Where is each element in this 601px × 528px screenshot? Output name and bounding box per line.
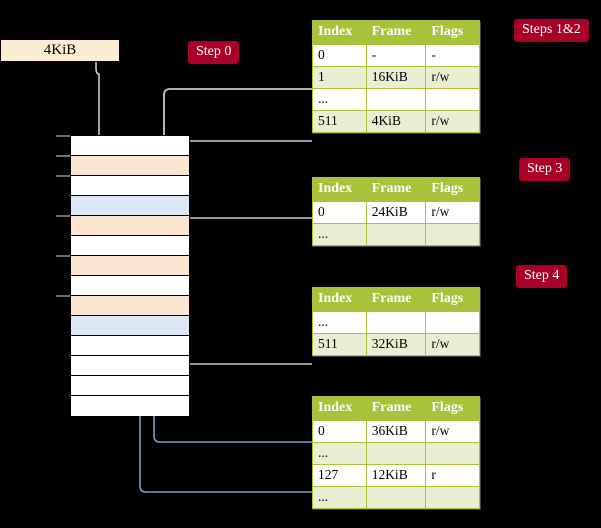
cell-frame bbox=[365, 311, 427, 334]
table-row: ... bbox=[312, 442, 480, 465]
cell-frame: 36KiB bbox=[365, 420, 427, 443]
column-header-index: Index bbox=[312, 177, 367, 202]
column-header-frame: Frame bbox=[365, 396, 427, 421]
column-header-frame: Frame bbox=[365, 20, 427, 45]
cell-frame: - bbox=[365, 44, 427, 67]
cell-frame bbox=[365, 88, 427, 111]
cell-flags: r/w bbox=[425, 333, 480, 356]
memory-row-8 bbox=[71, 296, 189, 316]
cell-flags: r bbox=[425, 464, 480, 487]
memory-row-9 bbox=[71, 316, 189, 336]
memory-column bbox=[70, 135, 190, 416]
cell-index: ... bbox=[312, 311, 367, 334]
column-header-flags: Flags bbox=[425, 20, 480, 45]
cell-index: 1 bbox=[312, 66, 367, 89]
cell-flags: r/w bbox=[425, 66, 480, 89]
cell-index: 0 bbox=[312, 44, 367, 67]
badge-step-3-label: Step 3 bbox=[527, 161, 563, 176]
cell-flags bbox=[425, 88, 480, 111]
cell-frame: 4KiB bbox=[365, 110, 427, 133]
memory-row-2 bbox=[71, 176, 189, 196]
badge-step-0-label: Step 0 bbox=[196, 44, 232, 59]
cell-index: ... bbox=[312, 442, 367, 465]
cell-index: 511 bbox=[312, 333, 367, 356]
cell-frame bbox=[365, 486, 427, 509]
memory-row-3 bbox=[71, 196, 189, 216]
cell-index: 127 bbox=[312, 464, 367, 487]
column-header-index: Index bbox=[312, 287, 367, 312]
badge-steps-1-2-label: Steps 1&2 bbox=[522, 22, 581, 37]
memory-row-7 bbox=[71, 276, 189, 296]
cell-frame: 24KiB bbox=[365, 201, 427, 224]
column-header-frame: Frame bbox=[365, 287, 427, 312]
cell-flags bbox=[425, 442, 480, 465]
badge-steps-1-2: Steps 1&2 bbox=[514, 19, 589, 42]
table-row: ... bbox=[312, 88, 480, 111]
memory-row-12 bbox=[71, 376, 189, 396]
memory-row-1 bbox=[71, 156, 189, 176]
cell-frame bbox=[365, 223, 427, 246]
cell-index: 511 bbox=[312, 110, 367, 133]
cell-index: 0 bbox=[312, 201, 367, 224]
cell-index: ... bbox=[312, 88, 367, 111]
column-header-flags: Flags bbox=[425, 287, 480, 312]
cell-frame: 12KiB bbox=[365, 464, 427, 487]
memory-row-6 bbox=[71, 256, 189, 276]
column-header-flags: Flags bbox=[425, 396, 480, 421]
memory-row-0 bbox=[71, 136, 189, 156]
cell-flags bbox=[425, 223, 480, 246]
cell-flags: r/w bbox=[425, 201, 480, 224]
column-header-flags: Flags bbox=[425, 177, 480, 202]
cell-index: 0 bbox=[312, 420, 367, 443]
memory-row-10 bbox=[71, 336, 189, 356]
source-frame-label: 4KiB bbox=[43, 42, 77, 58]
source-frame-box: 4KiB bbox=[0, 39, 120, 62]
badge-step-4: Step 4 bbox=[516, 265, 568, 288]
cell-frame: 32KiB bbox=[365, 333, 427, 356]
memory-row-4 bbox=[71, 216, 189, 236]
memory-row-11 bbox=[71, 356, 189, 376]
badge-step-3: Step 3 bbox=[519, 158, 571, 181]
column-header-index: Index bbox=[312, 396, 367, 421]
badge-step-4-label: Step 4 bbox=[524, 268, 560, 283]
table-row: 0-- bbox=[312, 44, 480, 67]
cell-flags: - bbox=[425, 44, 480, 67]
cell-flags: r/w bbox=[425, 420, 480, 443]
table-row: ... bbox=[312, 486, 480, 509]
column-header-frame: Frame bbox=[365, 177, 427, 202]
table-row: ... bbox=[312, 311, 480, 334]
cell-index: ... bbox=[312, 486, 367, 509]
cell-index: ... bbox=[312, 223, 367, 246]
cell-frame: 16KiB bbox=[365, 66, 427, 89]
memory-row-13 bbox=[71, 396, 189, 416]
cell-flags bbox=[425, 486, 480, 509]
cell-flags bbox=[425, 311, 480, 334]
column-header-index: Index bbox=[312, 20, 367, 45]
cell-frame bbox=[365, 442, 427, 465]
badge-step-0: Step 0 bbox=[188, 41, 240, 64]
cell-flags: r/w bbox=[425, 110, 480, 133]
table-row: ... bbox=[312, 223, 480, 246]
memory-row-5 bbox=[71, 236, 189, 256]
